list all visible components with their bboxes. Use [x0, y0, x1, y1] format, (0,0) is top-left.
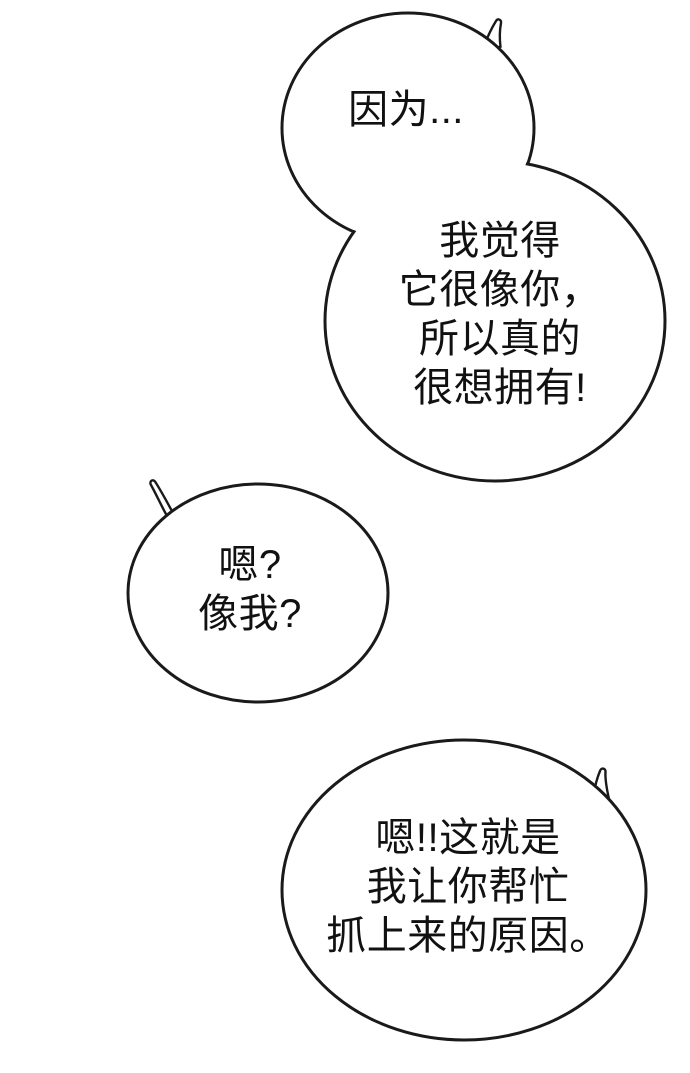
bubble-4-line: 嗯!!这就是: [375, 816, 561, 860]
bubble-2-line: 它很像你，: [398, 268, 602, 312]
bubble-4-line: 我让你帮忙: [366, 865, 570, 909]
bubble-3-shape: [126, 482, 390, 704]
bubble-2-text: 我觉得 它很像你， 所以真的 很想拥有!: [399, 217, 602, 413]
bubble-3-tail: [149, 479, 175, 518]
bubble-2-line: 我觉得: [439, 219, 561, 263]
bubble-3-line: 嗯?: [218, 543, 282, 587]
bubble-4-line: 抓上来的原因。: [326, 914, 610, 958]
bubble-1-line: 因为...: [348, 88, 464, 132]
bubble-3-line: 像我?: [198, 592, 302, 636]
bubble-4-text: 嗯!!这就是 我让你帮忙 抓上来的原因。: [326, 814, 610, 961]
bubble-3-text: 嗯? 像我?: [198, 541, 302, 639]
bubble-4-shape: [280, 738, 648, 1042]
bubble-2-line: 很想拥有!: [413, 366, 587, 410]
bubble-1-text: 因为...: [348, 86, 464, 134]
bubble-2-line: 所以真的: [419, 317, 581, 361]
bubble-1-merge-fill: [283, 14, 533, 242]
